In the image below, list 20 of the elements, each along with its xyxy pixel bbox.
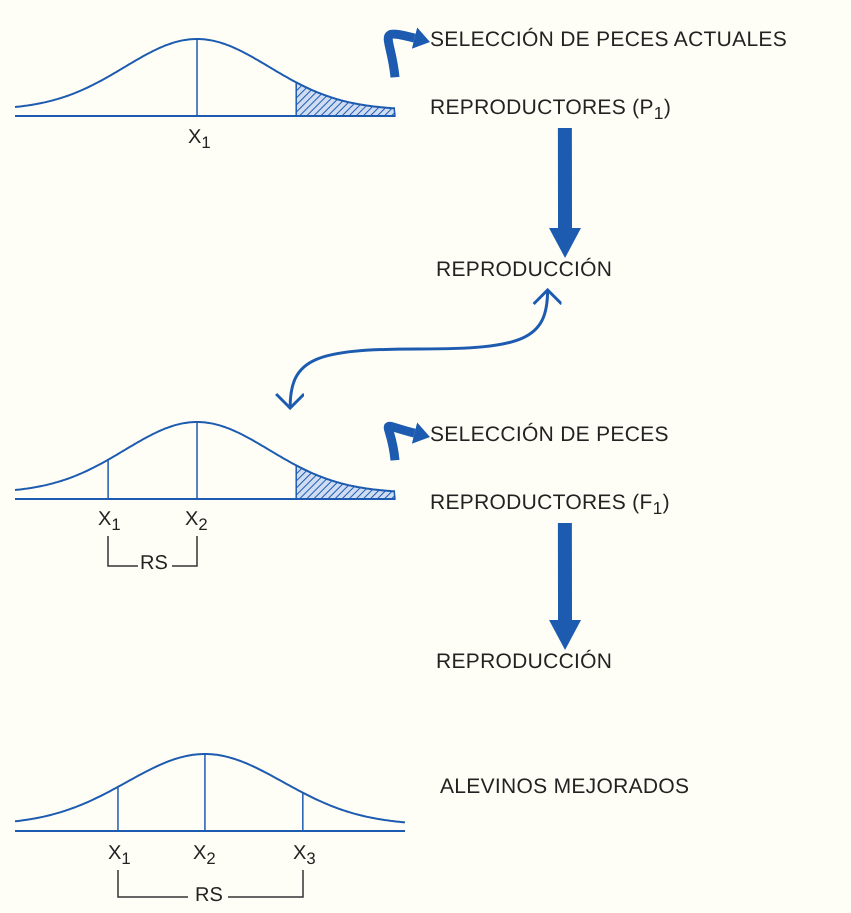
arrow [549,128,582,258]
node-text: REPRODUCTORES (F$_{1}$) [430,491,670,520]
axis-label: X$_{2}$ [193,842,216,869]
axis-label: X$_{2}$ [185,508,208,535]
arrow [549,523,582,650]
arrow [384,27,430,78]
axis-label: X$_{1}$ [98,508,121,535]
bracket-label: RS [195,884,223,907]
node-text: REPRODUCCIÓN [436,258,612,282]
arrow [275,288,562,410]
node-text: ALEVINOS MEJORADOS [440,775,690,799]
axis-label: X$_{1}$ [108,842,131,869]
axis-label: X$_{3}$ [293,842,316,869]
node-text: SELECCIÓN DE PECES ACTUALES [430,28,788,52]
bracket-label: RS [140,552,168,575]
node-text: REPRODUCCIÓN [436,650,612,674]
node-text: REPRODUCTORES (P$_{1}$) [430,96,672,124]
axis-label: X$_{1}$ [188,126,211,153]
arrow [384,422,430,461]
node-text: SELECCIÓN DE PECES [430,423,669,447]
